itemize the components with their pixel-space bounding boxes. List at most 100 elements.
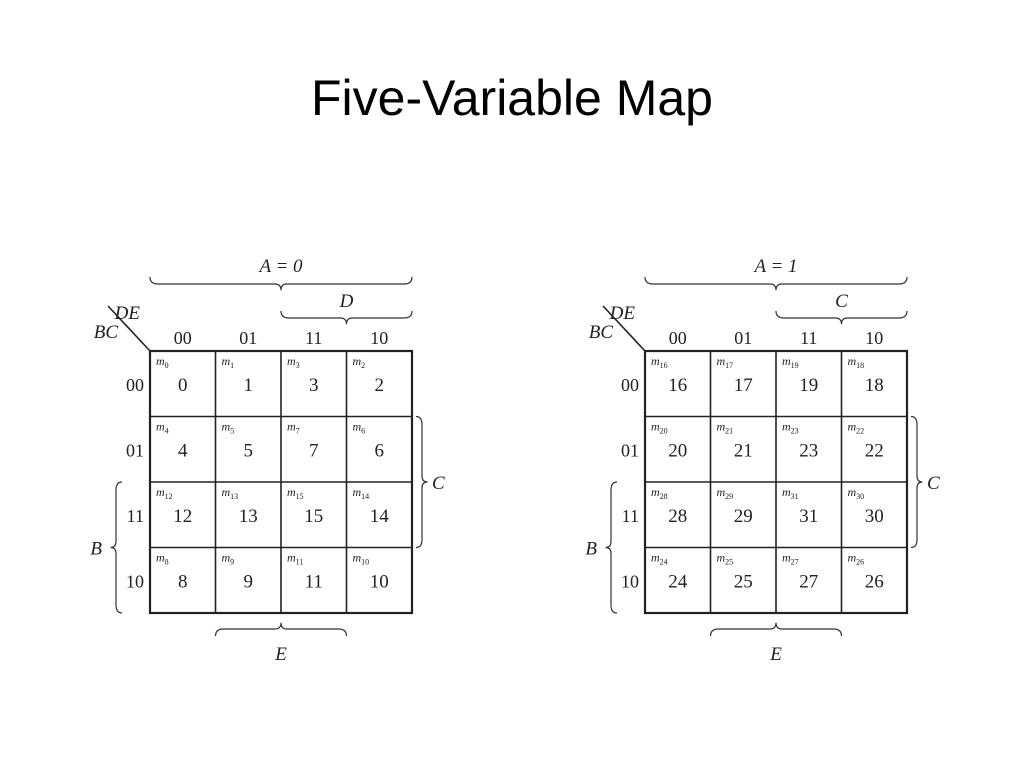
cell-value: 19	[799, 375, 818, 396]
cell-value: 15	[304, 506, 323, 527]
minterm-label: m5	[222, 420, 235, 436]
cell-value: 13	[239, 506, 258, 527]
minterm-label: m17	[717, 354, 734, 370]
map-header: A = 1	[752, 256, 797, 277]
minterm-label: m13	[222, 485, 239, 501]
col-code: 11	[305, 328, 322, 348]
minterm-label: m24	[651, 551, 668, 567]
col-code: 01	[239, 328, 257, 348]
corner-diagonal	[602, 305, 646, 352]
minterm-label: m11	[287, 551, 303, 567]
minterm-label: m9	[222, 551, 235, 567]
header-brace	[149, 276, 413, 291]
row-code: 10	[621, 571, 639, 591]
right-brace	[910, 415, 923, 549]
right-brace-label: C	[432, 473, 445, 494]
slide-title: Five-Variable Map	[310, 70, 713, 126]
bottom-brace-label: E	[769, 644, 782, 665]
cell-value: 9	[244, 572, 254, 593]
col-code: 11	[800, 328, 817, 348]
minterm-label: m0	[156, 354, 169, 370]
cell-value: 8	[178, 572, 188, 593]
cell-value: 0	[178, 375, 188, 396]
bottom-brace	[214, 622, 348, 637]
top-brace-label: C	[835, 291, 848, 312]
row-var-label: BC	[589, 322, 614, 343]
left-brace	[110, 481, 123, 614]
col-var-label: DE	[609, 303, 636, 324]
bottom-brace-label: E	[274, 644, 287, 665]
cell-value: 2	[375, 375, 385, 396]
left-brace-label: B	[90, 539, 102, 560]
map-header: A = 0	[257, 256, 303, 277]
cell-value: 27	[799, 572, 818, 593]
left-brace-label: B	[585, 539, 597, 560]
cell-value: 3	[309, 375, 319, 396]
col-code: 10	[865, 328, 883, 348]
minterm-label: m21	[717, 420, 734, 436]
cell-value: 12	[173, 506, 192, 527]
minterm-label: m26	[848, 551, 865, 567]
cell-value: 28	[668, 506, 687, 527]
cell-value: 25	[734, 572, 753, 593]
cell-value: 7	[309, 441, 319, 462]
minterm-label: m30	[848, 485, 865, 501]
cell-value: 17	[734, 375, 753, 396]
cell-value: 22	[865, 441, 884, 462]
cell-value: 20	[668, 441, 687, 462]
row-code: 11	[127, 506, 144, 526]
row-var-label: BC	[94, 322, 119, 343]
left-brace	[605, 481, 618, 614]
cell-value: 23	[799, 441, 818, 462]
row-code: 11	[622, 506, 639, 526]
minterm-label: m18	[848, 354, 865, 370]
cell-value: 6	[375, 441, 385, 462]
col-code: 00	[174, 328, 192, 348]
cell-value: 30	[865, 506, 884, 527]
cell-value: 26	[865, 572, 884, 593]
cell-value: 1	[244, 375, 254, 396]
top-brace-label: D	[339, 291, 354, 312]
cell-value: 21	[734, 441, 753, 462]
row-code: 01	[126, 440, 144, 460]
bottom-brace	[709, 622, 843, 637]
header-brace	[644, 276, 908, 291]
cell-value: 4	[178, 441, 188, 462]
minterm-label: m15	[287, 485, 304, 501]
col-code: 10	[370, 328, 388, 348]
cell-value: 29	[734, 506, 753, 527]
minterm-label: m3	[287, 354, 300, 370]
col-code: 01	[734, 328, 752, 348]
right-brace	[415, 415, 428, 549]
row-code: 00	[621, 375, 639, 395]
top-brace	[775, 310, 908, 325]
cell-value: 24	[668, 572, 688, 593]
minterm-label: m4	[156, 420, 169, 436]
minterm-label: m10	[353, 551, 370, 567]
cell-value: 10	[370, 572, 389, 593]
minterm-label: m20	[651, 420, 668, 436]
corner-diagonal	[107, 305, 151, 352]
cell-value: 31	[799, 506, 818, 527]
minterm-label: m1	[222, 354, 235, 370]
minterm-label: m6	[353, 420, 366, 436]
minterm-label: m8	[156, 551, 169, 567]
minterm-label: m16	[651, 354, 668, 370]
minterm-label: m14	[353, 485, 370, 501]
minterm-label: m19	[782, 354, 799, 370]
minterm-label: m29	[717, 485, 734, 501]
minterm-label: m2	[353, 354, 366, 370]
minterm-label: m27	[782, 551, 799, 567]
cell-value: 16	[668, 375, 687, 396]
cell-value: 5	[244, 441, 254, 462]
minterm-label: m31	[782, 485, 799, 501]
minterm-label: m12	[156, 485, 173, 501]
cell-value: 11	[305, 572, 323, 593]
minterm-label: m22	[848, 420, 865, 436]
minterm-label: m7	[287, 420, 300, 436]
row-code: 10	[126, 571, 144, 591]
row-code: 00	[126, 375, 144, 395]
